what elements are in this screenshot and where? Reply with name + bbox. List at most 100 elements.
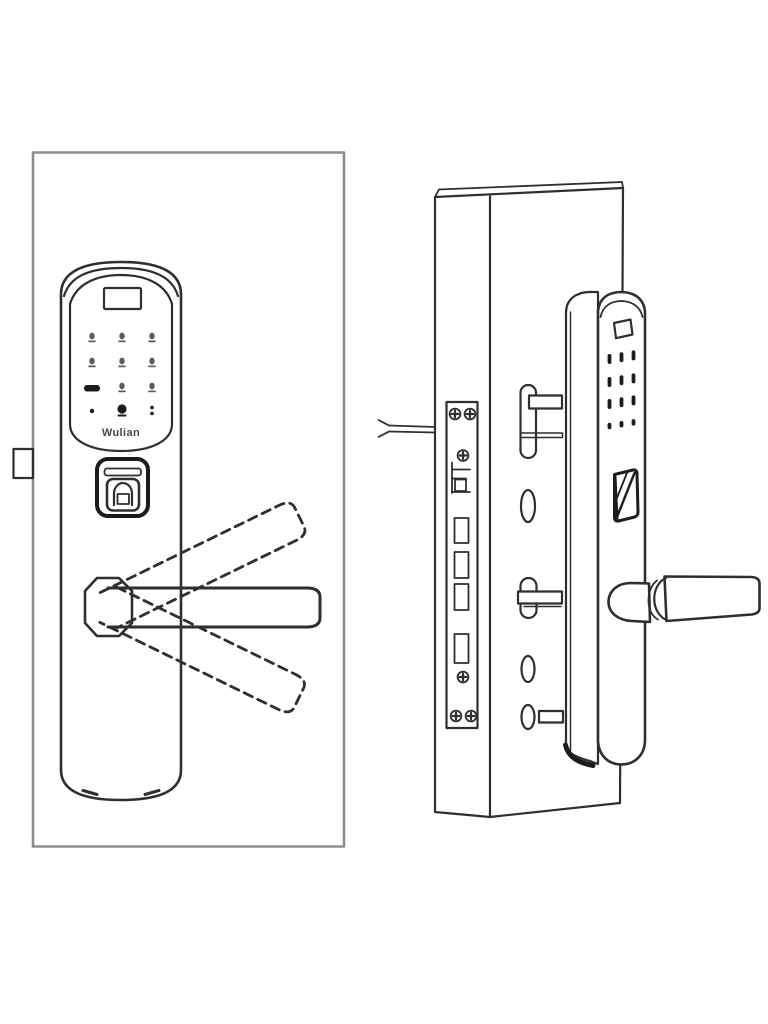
keypad-key: [448, 407, 462, 421]
screw-icon: [448, 407, 462, 421]
screw-icon: [456, 670, 470, 684]
installation-view-figure: [377, 181, 761, 819]
base-tick-left: [81, 789, 99, 796]
keypad-key: [148, 390, 156, 393]
keypad-key: [117, 404, 127, 414]
door-top-back-edge: [438, 181, 623, 191]
keypad-key: [118, 340, 126, 343]
screw-hole-3: [520, 703, 536, 731]
keypad-key: [619, 420, 624, 428]
display-window: [102, 286, 143, 311]
lever-neck: [607, 581, 652, 624]
sensor-square-window: [612, 318, 634, 340]
faceplate-slots: [453, 517, 470, 664]
keypad-key: [149, 382, 155, 390]
keypad-key: [465, 409, 475, 419]
keypad-key: [88, 365, 96, 368]
fingerprint-arch-core: [116, 493, 130, 505]
keypad-key: [148, 340, 156, 343]
escutcheon-bottom-notch: [563, 742, 596, 768]
escutcheon-front-face: [596, 290, 647, 766]
keypad-key: [631, 373, 636, 384]
keypad-key: [149, 332, 155, 340]
screw-hole-2: [520, 654, 536, 684]
keypad-key: [89, 357, 95, 365]
keypad-key: [631, 395, 636, 406]
thin-rod: [521, 432, 564, 439]
handle-solid: [106, 586, 322, 629]
lever-collar-inner: [647, 579, 659, 621]
lock-cap-seam: [62, 266, 180, 298]
keypad-key: [607, 422, 612, 430]
fingerprint-arch-icon: [112, 481, 134, 507]
keypad-key: [631, 419, 636, 426]
escutcheon-keypad-dots: [607, 350, 636, 430]
keypad-grid: [84, 332, 156, 417]
keypad-key: [456, 670, 470, 684]
screw-hole-1: [519, 488, 537, 524]
lever-bar: [663, 575, 761, 623]
keypad-key: [89, 332, 95, 340]
spindle-rod-top: [527, 394, 564, 410]
keypad-key: [119, 382, 125, 390]
door-bottom-front-edge: [488, 801, 622, 819]
front-view-figure: Wulian: [12, 151, 346, 848]
keypad-key: [149, 357, 155, 365]
keypad-key: [607, 377, 612, 387]
lever-handle: [607, 575, 761, 624]
keypad-key: [119, 357, 125, 365]
door-top-front-edge: [433, 186, 625, 199]
fingerprint-module-frame: [95, 457, 150, 518]
door-bottom-left-edge: [433, 810, 492, 819]
keypad-key: [117, 414, 127, 417]
base-tick-right: [143, 789, 161, 796]
handle-hub: [83, 576, 134, 638]
keypad-key: [631, 350, 636, 361]
keypad-key: [150, 411, 154, 416]
keypad-key: [458, 672, 468, 682]
spindle-rod-middle: [516, 590, 564, 605]
keypad-key: [464, 709, 478, 723]
exterior-escutcheon: [563, 290, 647, 768]
door-holes: [519, 383, 538, 731]
keypad-key: [88, 340, 96, 343]
faceplate-screws: [448, 407, 478, 723]
lock-body: [59, 260, 183, 802]
keypad-key: [148, 365, 156, 368]
keypad-key: [607, 399, 612, 409]
keypad-key: [119, 332, 125, 340]
mortise-faceplate: [445, 400, 479, 730]
keypad-key: [619, 352, 624, 363]
screw-icon: [464, 709, 478, 723]
connection-cable: [377, 419, 436, 438]
keypad-key: [619, 397, 624, 408]
screw-icon: [463, 407, 477, 421]
fingerprint-window: [105, 477, 141, 512]
keypad-key: [84, 385, 100, 392]
fingerprint-module: [95, 457, 150, 518]
screw-icon: [456, 449, 470, 462]
latch-mechanism: [451, 461, 471, 494]
fingerprint-sensor: [613, 468, 640, 523]
keypad-key: [607, 354, 612, 364]
spindle-rods: [516, 394, 565, 724]
keypad-key: [450, 409, 460, 419]
keypad-key: [619, 375, 624, 386]
keypad-key: [458, 451, 468, 460]
keypad-key: [89, 408, 95, 414]
handle-dashed-down: [98, 585, 306, 714]
keypad-key: [118, 365, 126, 368]
screw-icon: [449, 709, 463, 723]
keypad-key: [466, 711, 476, 721]
mounting-frame: [31, 151, 346, 848]
lever-collar-outer: [653, 576, 669, 622]
spindle-hole-top: [519, 383, 538, 460]
keypad-key: [451, 711, 461, 721]
keypad-key: [118, 390, 126, 393]
strike-tab: [12, 447, 35, 480]
keypad-key: [449, 709, 463, 723]
handle-dashed-up: [98, 501, 307, 630]
keypad-key: [456, 449, 470, 462]
